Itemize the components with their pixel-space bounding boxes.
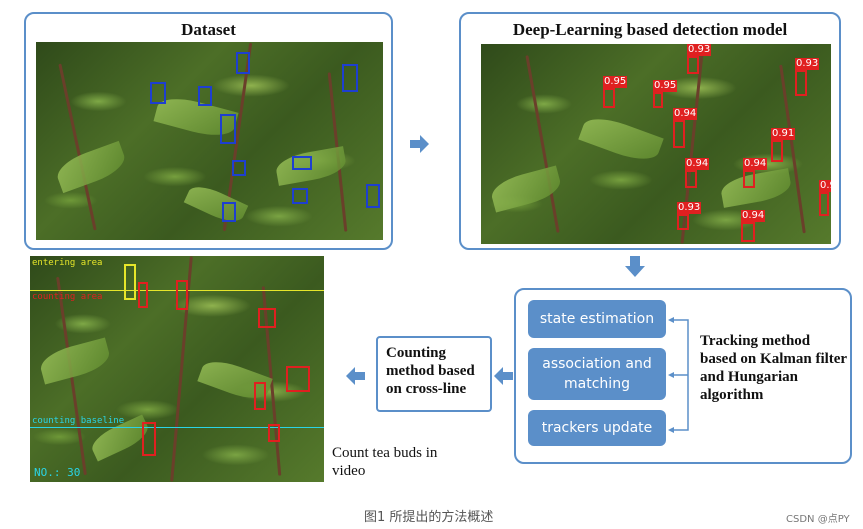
score-label: 0.9 <box>819 180 831 192</box>
watermark: CSDN @点PY <box>786 510 850 525</box>
dataset-box <box>232 160 246 176</box>
count-readout: NO.: 30 <box>34 466 80 479</box>
dataset-box <box>222 202 236 222</box>
figure-caption: 图1 所提出的方法概述 <box>364 506 493 525</box>
detection-box: 0.94 <box>673 120 685 148</box>
detection-image: 0.93 0.93 0.95 0.95 0.94 0.91 0.94 0.94 … <box>481 44 831 244</box>
score-label: 0.91 <box>771 128 795 140</box>
video-frame: entering area counting area counting bas… <box>30 256 324 482</box>
dataset-box <box>342 64 358 92</box>
feedback-loop-arrows <box>666 300 696 450</box>
dataset-box <box>236 52 250 74</box>
detection-box: 0.94 <box>685 170 697 188</box>
track-box <box>142 422 156 456</box>
detection-box: 0.9 <box>819 192 829 216</box>
tracking-panel: state estimation association and matchin… <box>514 288 852 464</box>
score-label: 0.93 <box>687 44 711 56</box>
detection-title: Deep-Learning based detection model <box>461 20 839 40</box>
dataset-box <box>292 188 308 204</box>
dataset-box <box>220 114 236 144</box>
track-box <box>124 264 136 300</box>
score-label: 0.94 <box>743 158 767 170</box>
score-label: 0.94 <box>741 210 765 222</box>
arrow-right-icon <box>410 134 430 154</box>
score-label: 0.94 <box>685 158 709 170</box>
detection-box: 0.93 <box>795 70 807 96</box>
dataset-box <box>292 156 312 170</box>
dataset-box <box>198 86 212 106</box>
detection-box: 0.91 <box>771 140 783 162</box>
arrow-left-icon <box>494 366 514 386</box>
detection-box: 0.93 <box>687 56 699 74</box>
score-label: 0.95 <box>603 76 627 88</box>
counting-panel: Counting method based on cross-line <box>376 336 492 412</box>
detection-box: 0.95 <box>653 92 663 108</box>
detection-box: 0.94 <box>743 170 755 188</box>
score-label: 0.95 <box>653 80 677 92</box>
arrow-down-icon <box>624 256 646 278</box>
track-box <box>138 282 148 308</box>
track-box <box>268 424 280 442</box>
trackers-update-step: trackers update <box>528 410 666 446</box>
association-matching-step: association and matching <box>528 348 666 400</box>
counting-baseline-label: counting baseline <box>32 416 124 426</box>
state-estimation-step: state estimation <box>528 300 666 338</box>
detection-panel: Deep-Learning based detection model 0.93… <box>459 12 841 250</box>
detection-box: 0.94 <box>741 222 755 242</box>
dataset-box <box>366 184 380 208</box>
track-box <box>176 280 188 310</box>
counting-area-label: counting area <box>32 292 102 302</box>
dataset-title: Dataset <box>26 20 391 40</box>
score-label: 0.93 <box>795 58 819 70</box>
track-box <box>254 382 266 410</box>
detection-box: 0.93 <box>677 214 689 230</box>
score-label: 0.93 <box>677 202 701 214</box>
entering-area-label: entering area <box>32 258 102 268</box>
dataset-panel: Dataset <box>24 12 393 250</box>
dataset-box <box>150 82 166 104</box>
arrow-left-icon <box>346 366 366 386</box>
track-box <box>286 366 310 392</box>
video-caption: Count tea buds in video <box>332 444 452 480</box>
score-label: 0.94 <box>673 108 697 120</box>
detection-box: 0.95 <box>603 88 615 108</box>
counting-description: Counting method based on cross-line <box>386 344 490 398</box>
track-box <box>258 308 276 328</box>
dataset-image <box>36 42 383 240</box>
tracking-description: Tracking method based on Kalman filter a… <box>700 332 848 404</box>
